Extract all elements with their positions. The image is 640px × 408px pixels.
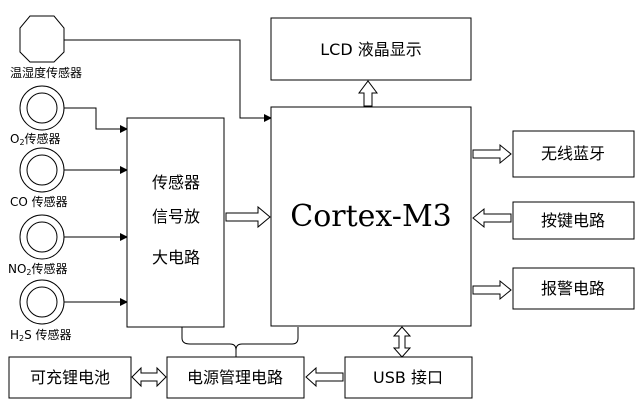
co-label: CO 传感器 <box>10 194 68 209</box>
mcu-to-lcd-arrow <box>358 80 378 107</box>
mcu-block: Cortex-M3 <box>270 106 472 327</box>
h2s-sensor: H2S 传感器 <box>10 279 72 343</box>
o2-sensor: O2传感器 <box>10 85 65 147</box>
battery-power-bidirectional-arrow <box>131 366 167 388</box>
co-sensor-inner-ring-icon <box>26 154 58 186</box>
mcu-label: Cortex-M3 <box>290 199 452 234</box>
amp-label-line-1: 传感器 <box>152 173 200 192</box>
mcu-usb-bidirectional-arrow <box>392 326 412 358</box>
usb-to-power-arrow <box>305 366 344 388</box>
o2-sensor-inner-ring-icon <box>26 92 58 124</box>
temp-humidity-label: 温湿度传感器 <box>10 65 82 80</box>
h2s-sensor-inner-ring-icon <box>26 286 58 318</box>
o2-label: O2传感器 <box>10 131 61 147</box>
mcu-to-alarm-arrow <box>472 279 512 301</box>
amp-label-line-2: 信号放 <box>152 207 200 226</box>
o2-to-amp-connector <box>64 107 128 133</box>
battery-label: 可充锂电池 <box>30 368 110 387</box>
amp-label-line-3: 大电路 <box>152 248 200 267</box>
keys-to-mcu-arrow <box>472 207 512 229</box>
lcd-block: LCD 液晶显示 <box>270 17 472 81</box>
lcd-label: LCD 液晶显示 <box>320 40 422 59</box>
keys-block: 按键电路 <box>512 201 635 240</box>
temp-to-mcu-connector <box>64 39 272 122</box>
usb-block: USB 接口 <box>344 356 473 399</box>
alarm-block: 报警电路 <box>512 267 635 310</box>
temp-humidity-sensor: 温湿度传感器 <box>10 15 82 80</box>
power-label: 电源管理电路 <box>187 368 283 387</box>
bluetooth-block: 无线蓝牙 <box>512 130 635 178</box>
mcu-to-bluetooth-arrow <box>472 143 512 165</box>
amp-to-mcu-arrow <box>225 205 271 229</box>
signal-amplifier-block: 传感器 信号放 大电路 <box>126 117 225 328</box>
battery-block: 可充锂电池 <box>8 356 132 399</box>
usb-label: USB 接口 <box>373 368 443 387</box>
alarm-label: 报警电路 <box>541 279 605 298</box>
power-to-amp-mcu-feed <box>181 327 299 357</box>
bluetooth-label: 无线蓝牙 <box>541 144 605 163</box>
no2-sensor: NO2传感器 <box>8 214 68 277</box>
keys-label: 按键电路 <box>541 211 605 230</box>
octagon-sensor-icon <box>19 15 65 63</box>
power-management-block: 电源管理电路 <box>166 356 305 399</box>
co-sensor: CO 传感器 <box>10 147 68 209</box>
h2s-label: H2S 传感器 <box>10 327 72 343</box>
no2-sensor-inner-ring-icon <box>26 221 58 253</box>
no2-label: NO2传感器 <box>8 261 68 277</box>
